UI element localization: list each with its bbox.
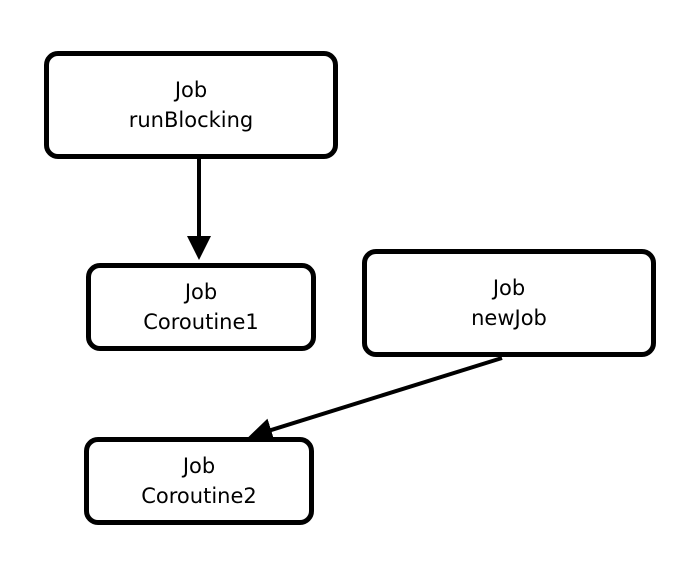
node-runblocking: Job runBlocking (44, 51, 338, 159)
node-type-label: Job (184, 280, 218, 304)
node-type-label: Job (174, 78, 208, 102)
node-name-label: runBlocking (128, 108, 254, 132)
node-type-label: Job (182, 454, 216, 478)
edge-newjob-to-coroutine2 (248, 356, 503, 442)
node-name-label: Coroutine2 (141, 484, 257, 508)
node-coroutine1: Job Coroutine1 (86, 263, 316, 351)
node-name-label: Coroutine1 (143, 310, 259, 334)
node-newjob: Job newJob (362, 249, 656, 357)
node-type-label: Job (492, 276, 526, 300)
node-name-label: newJob (471, 306, 547, 330)
node-coroutine2: Job Coroutine2 (84, 437, 314, 525)
